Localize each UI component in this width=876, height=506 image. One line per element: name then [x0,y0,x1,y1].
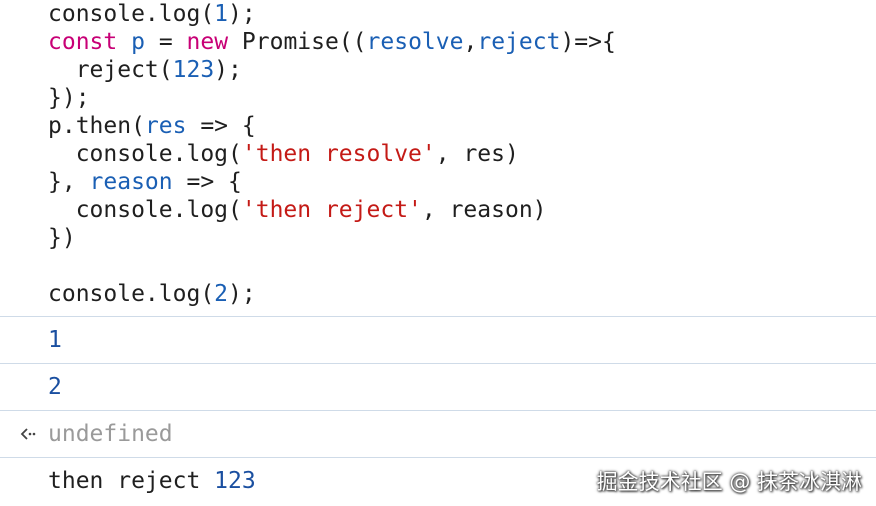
console-return-row: undefined [0,410,876,457]
log-value: then reject 123 [48,468,256,494]
code-line-8: console.log('then reject', reason) [48,197,547,223]
code-line-4: }); [48,85,90,111]
code-line-7: }, reason => { [48,169,242,195]
watermark: 掘金技术社区 @ 抹茶冰淇淋 [596,470,862,494]
code-line-1: console.log(1); [48,1,256,27]
log-value: 1 [48,327,62,353]
code-line-9: }) [48,225,76,251]
console-log-row: then reject 123 掘金技术社区 @ 抹茶冰淇淋 [0,457,876,504]
console-log-row: 2 [0,363,876,410]
log-value: 2 [48,374,62,400]
code-line-3: reject(123); [48,57,242,83]
code-blank-line [48,252,868,280]
return-value: undefined [48,421,173,447]
return-arrow-icon [20,428,36,440]
code-line-5: p.then(res => { [48,113,256,139]
code-line-10: console.log(2); [48,281,256,307]
console-output: 1 2 undefined then reject 123 掘金技术社区 @ 抹… [0,316,876,504]
code-line-2: const p = new Promise((resolve,reject)=>… [48,29,616,55]
code-input[interactable]: console.log(1); const p = new Promise((r… [48,0,868,308]
code-line-6: console.log('then resolve', res) [48,141,519,167]
console-log-row: 1 [0,316,876,363]
